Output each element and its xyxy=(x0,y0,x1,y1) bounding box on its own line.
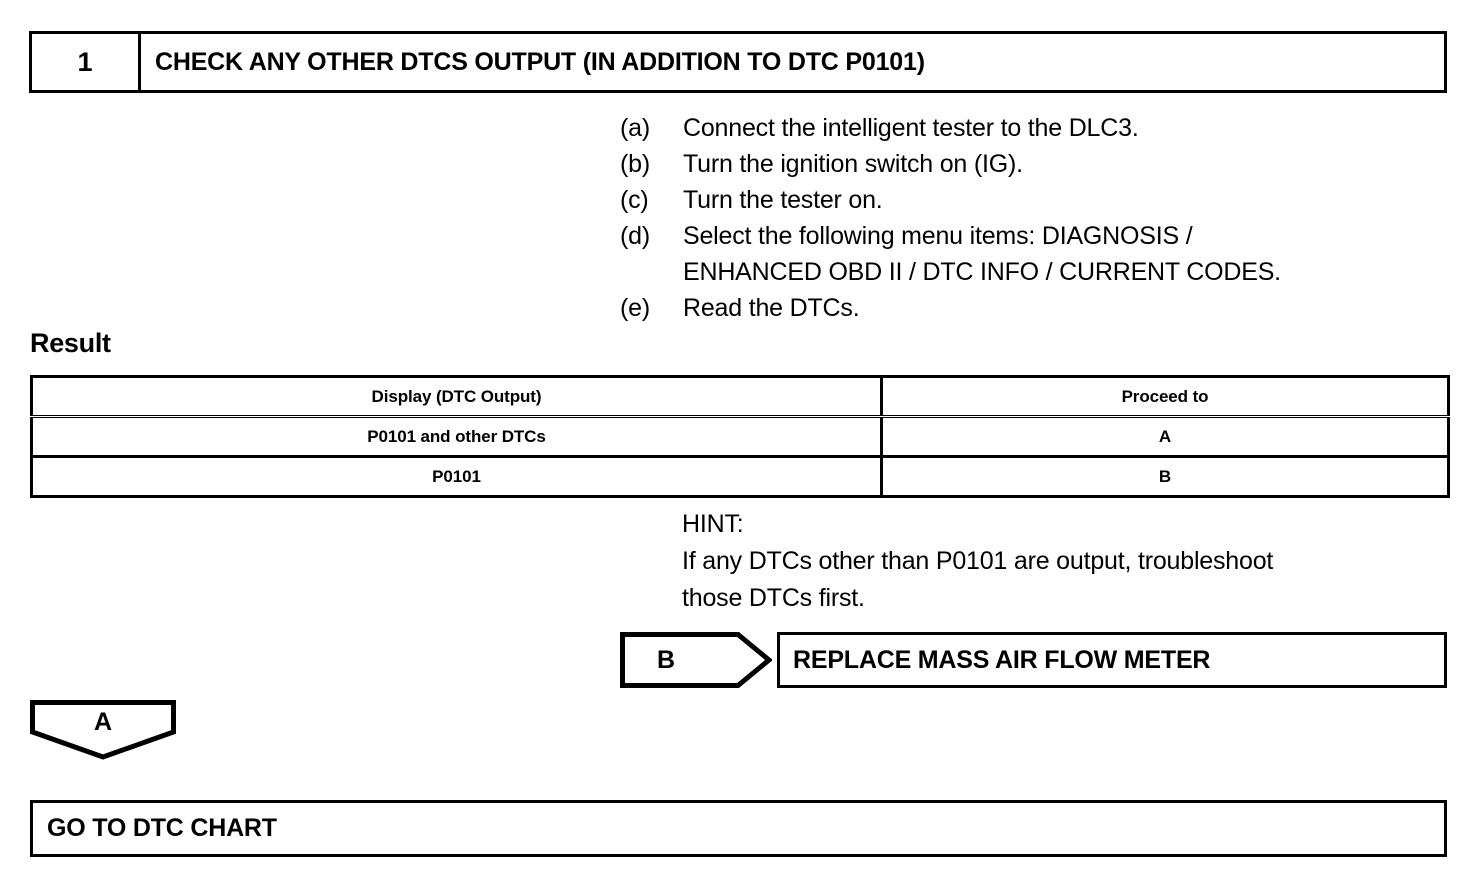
procedure-item-text: Read the DTCs. xyxy=(683,294,860,322)
table-header-row: Display (DTC Output) Proceed to xyxy=(30,375,1450,418)
cell-display: P0101 and other DTCs xyxy=(30,416,883,458)
procedure-item-label: (b) xyxy=(620,150,650,178)
connector-b-arrow-icon xyxy=(620,632,772,688)
cell-display: P0101 xyxy=(30,456,883,498)
procedure-item-label: (d) xyxy=(620,222,650,250)
column-header-display: Display (DTC Output) xyxy=(30,375,883,418)
procedure-item-text: Turn the ignition switch on (IG). xyxy=(683,150,1023,178)
hint-body: If any DTCs other than P0101 are output,… xyxy=(682,543,1450,617)
step-number-cell: 1 xyxy=(32,34,141,90)
hint-body-line1: If any DTCs other than P0101 are output,… xyxy=(682,547,1274,575)
procedure-list: (a) Connect the intelligent tester to th… xyxy=(620,110,1450,326)
procedure-item-text: Turn the tester on. xyxy=(683,186,883,214)
result-heading: Result xyxy=(30,328,111,358)
procedure-item-line2: ENHANCED OBD II / DTC INFO / CURRENT COD… xyxy=(683,258,1281,286)
bottom-action-box: GO TO DTC CHART xyxy=(30,800,1447,857)
procedure-item: (e) Read the DTCs. xyxy=(620,290,1450,326)
hint-block: HINT: If any DTCs other than P0101 are o… xyxy=(682,506,1450,617)
action-box-text: REPLACE MASS AIR FLOW METER xyxy=(793,645,1211,674)
procedure-item: (d) Select the following menu items: DIA… xyxy=(620,218,1450,290)
procedure-item-text: Connect the intelligent tester to the DL… xyxy=(683,114,1139,142)
procedure-item-text: Select the following menu items: DIAGNOS… xyxy=(683,218,1450,290)
result-table: Display (DTC Output) Proceed to P0101 an… xyxy=(30,375,1450,498)
table-row: P0101 B xyxy=(30,456,1450,498)
procedure-item: (b) Turn the ignition switch on (IG). xyxy=(620,146,1450,182)
procedure-item: (a) Connect the intelligent tester to th… xyxy=(620,110,1450,146)
connector-a-arrow-icon xyxy=(30,700,176,760)
procedure-item-line1: Select the following menu items: DIAGNOS… xyxy=(683,222,1193,250)
procedure-item: (c) Turn the tester on. xyxy=(620,182,1450,218)
table-row: P0101 and other DTCs A xyxy=(30,416,1450,458)
step-number: 1 xyxy=(77,46,93,77)
step-header-box: 1 CHECK ANY OTHER DTCS OUTPUT (IN ADDITI… xyxy=(29,31,1447,93)
bottom-action-box-text: GO TO DTC CHART xyxy=(47,814,277,842)
procedure-item-label: (e) xyxy=(620,294,650,322)
flow-connector-b: B xyxy=(620,632,772,688)
step-title-cell: CHECK ANY OTHER DTCS OUTPUT (IN ADDITION… xyxy=(141,34,1444,90)
column-header-proceed-to: Proceed to xyxy=(880,375,1450,418)
cell-proceed-to: A xyxy=(880,416,1450,458)
hint-body-line2: those DTCs first. xyxy=(682,584,865,612)
procedure-item-label: (c) xyxy=(620,186,649,214)
action-box-replace-maf: REPLACE MASS AIR FLOW METER xyxy=(777,632,1447,688)
step-title: CHECK ANY OTHER DTCS OUTPUT (IN ADDITION… xyxy=(155,47,925,76)
connector-b-label: B xyxy=(656,645,676,674)
cell-proceed-to: B xyxy=(880,456,1450,498)
hint-title: HINT: xyxy=(682,510,744,538)
procedure-item-label: (a) xyxy=(620,114,650,142)
connector-a-label: A xyxy=(93,708,113,736)
flow-connector-a: A xyxy=(30,700,176,760)
